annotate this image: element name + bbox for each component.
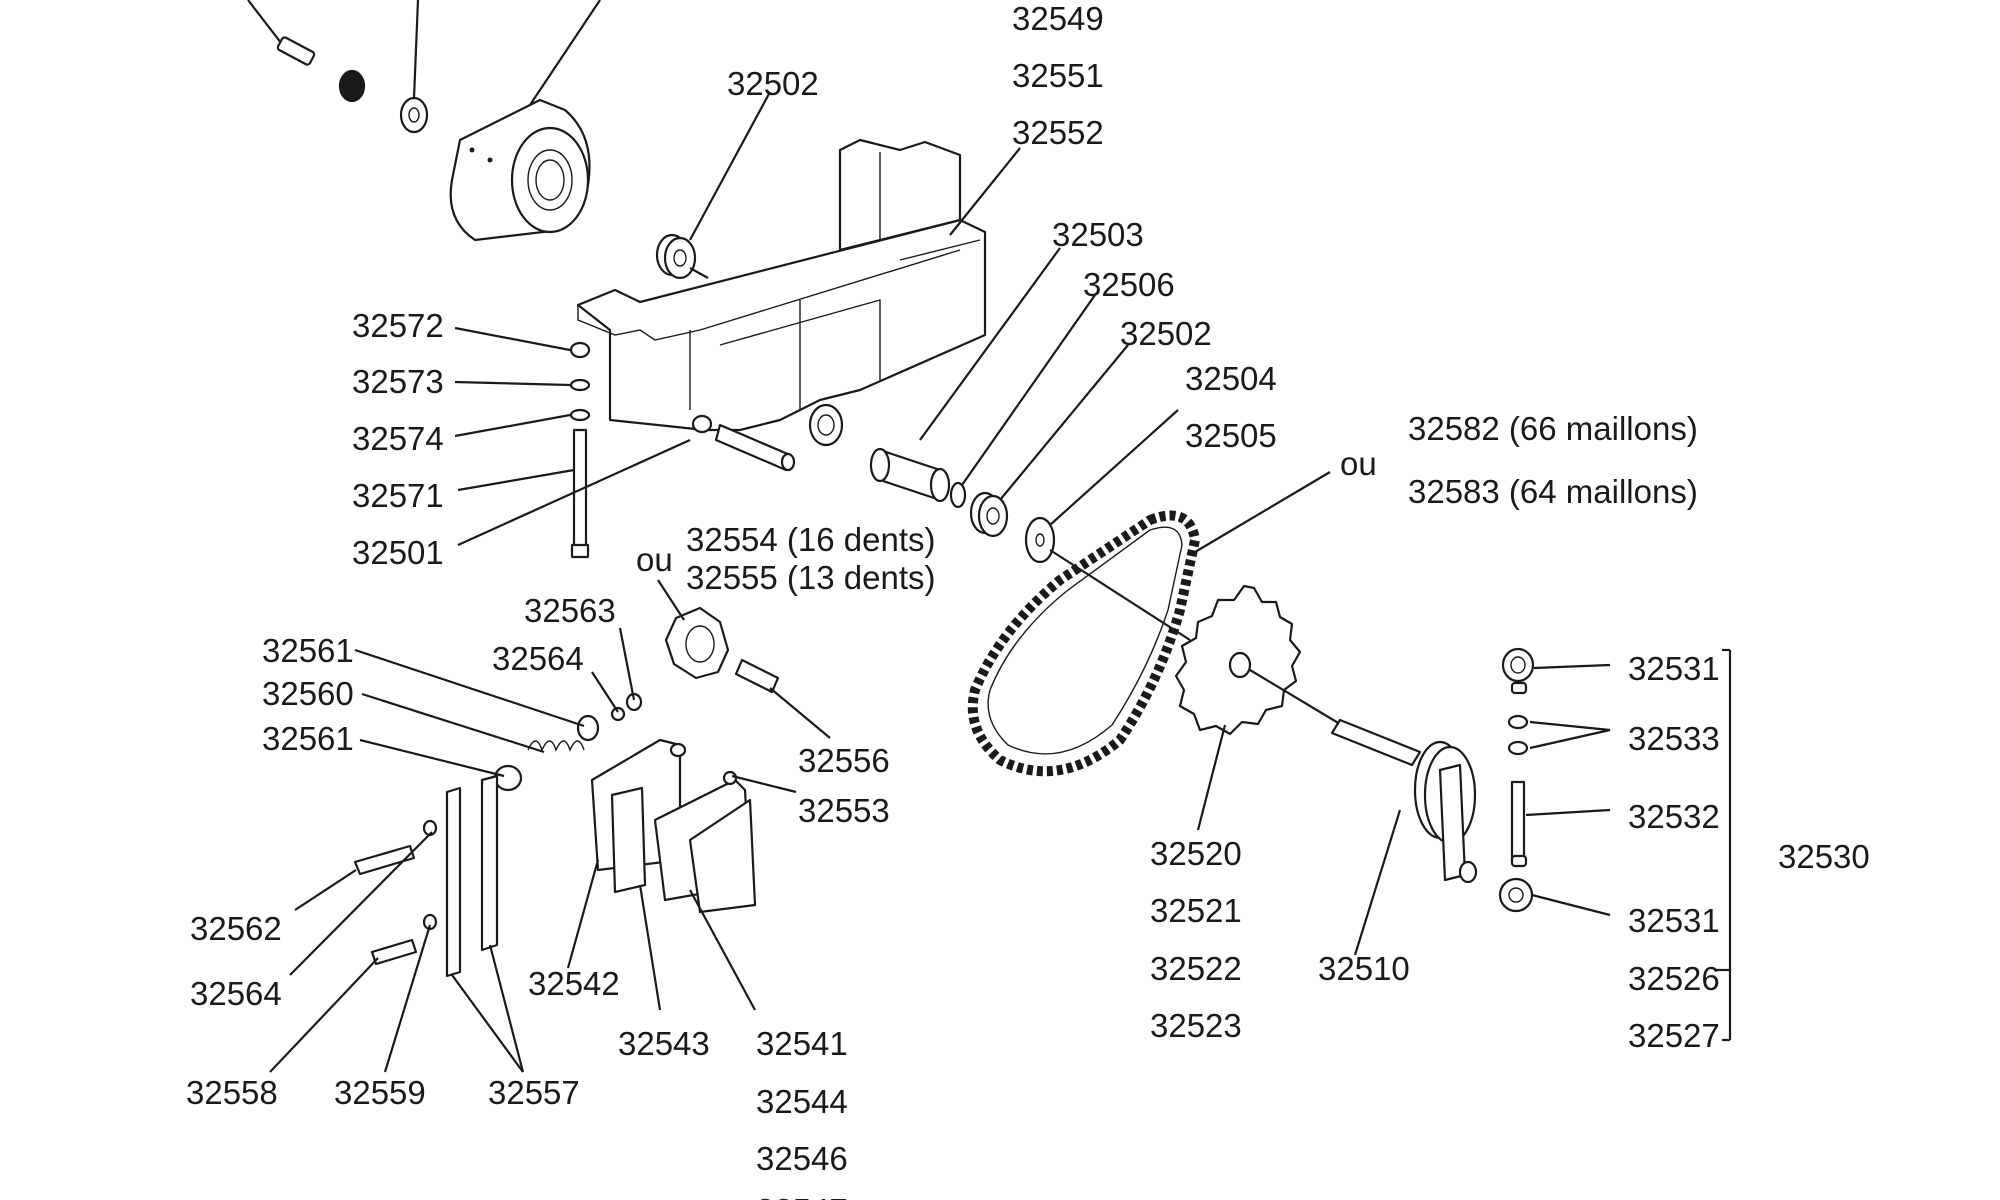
pin-stack-32571 <box>569 341 591 559</box>
label-32554: 32554 (16 dents) <box>686 521 936 558</box>
label-32520: 32520 <box>1150 835 1242 872</box>
sprocket-32520 <box>1174 584 1302 736</box>
label-32501: 32501 <box>352 534 444 571</box>
roller-shaft-group <box>869 447 1191 641</box>
label-32556: 32556 <box>798 742 890 779</box>
label-32555: 32555 (13 dents) <box>686 559 936 596</box>
label-32544: 32544 <box>756 1083 848 1120</box>
leader-lines <box>269 91 1730 1073</box>
label-32559: 32559 <box>334 1074 426 1111</box>
label-32541: 32541 <box>756 1025 848 1062</box>
motor-drum <box>449 0 601 242</box>
top-left-fasteners <box>247 0 429 134</box>
label-32527: 32527 <box>1628 1017 1720 1054</box>
label-32551: 32551 <box>1012 57 1104 94</box>
label-32510: 32510 <box>1318 950 1410 987</box>
plate-assembly-32541 <box>590 738 757 914</box>
brackets-32557 <box>353 774 499 978</box>
label-ou-chain: ou <box>1340 445 1377 482</box>
label-32533: 32533 <box>1628 720 1720 757</box>
label-32553: 32553 <box>798 792 890 829</box>
label-32547: 32547 <box>756 1192 848 1200</box>
main-frame <box>576 138 987 447</box>
small-gear-32554 <box>664 606 780 694</box>
label-32573: 32573 <box>352 363 444 400</box>
label-32502-top: 32502 <box>727 65 819 102</box>
link-assembly-32530 <box>1498 647 1732 1042</box>
label-32549: 32549 <box>1012 0 1104 37</box>
label-32564-top: 32564 <box>492 640 584 677</box>
label-32523: 32523 <box>1150 1007 1242 1044</box>
label-32522: 32522 <box>1150 950 1242 987</box>
label-32502-right: 32502 <box>1120 315 1212 352</box>
bearing-32502-top <box>655 233 709 280</box>
label-32562: 32562 <box>190 910 282 947</box>
label-32526: 32526 <box>1628 960 1720 997</box>
label-32505: 32505 <box>1185 417 1277 454</box>
label-32583: 32583 (64 maillons) <box>1408 473 1698 510</box>
label-32574: 32574 <box>352 420 444 457</box>
label-32560: 32560 <box>262 675 354 712</box>
label-32530: 32530 <box>1778 838 1870 875</box>
label-32557: 32557 <box>488 1074 580 1111</box>
label-32542: 32542 <box>528 965 620 1002</box>
label-32521: 32521 <box>1150 892 1242 929</box>
label-32582: 32582 (66 maillons) <box>1408 410 1698 447</box>
label-32506: 32506 <box>1083 266 1175 303</box>
drive-chain <box>967 510 1200 777</box>
label-32543: 32543 <box>618 1025 710 1062</box>
label-32504: 32504 <box>1185 360 1277 397</box>
spring-bolt-group <box>493 692 643 792</box>
part-labels: 32549 32551 32552 32502 32503 32506 3250… <box>186 0 1870 1200</box>
label-32532: 32532 <box>1628 798 1720 835</box>
label-32563: 32563 <box>524 592 616 629</box>
label-ou-gear: ou <box>636 541 673 578</box>
label-32503: 32503 <box>1052 216 1144 253</box>
label-32531-top: 32531 <box>1628 650 1720 687</box>
label-32561-top: 32561 <box>262 632 354 669</box>
label-32571: 32571 <box>352 477 444 514</box>
axle-pin-32501 <box>714 423 796 472</box>
label-32572: 32572 <box>352 307 444 344</box>
label-32546: 32546 <box>756 1140 848 1177</box>
label-32552: 32552 <box>1012 114 1104 151</box>
label-32564-bottom: 32564 <box>190 975 282 1012</box>
label-32561-bottom: 32561 <box>262 720 354 757</box>
label-32531-bottom: 32531 <box>1628 902 1720 939</box>
label-32558: 32558 <box>186 1074 278 1111</box>
crank-shaft-32510 <box>1249 669 1478 884</box>
